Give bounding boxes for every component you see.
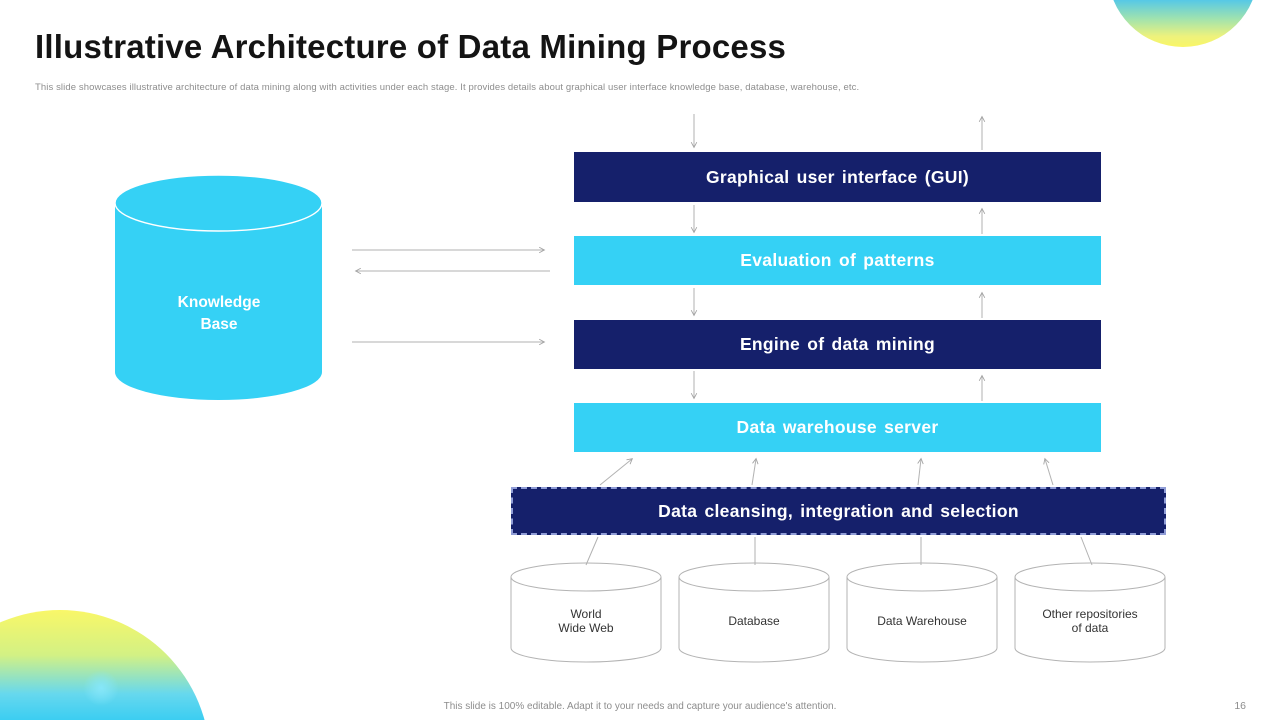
- data-cleansing-bar-label: Data cleansing, integration and selectio…: [658, 500, 1019, 521]
- layer-bar-warehouse-label: Data warehouse server: [736, 417, 939, 437]
- source-0-line1: World: [570, 607, 602, 621]
- layer-bar-gui-label: Graphical user interface (GUI): [706, 166, 969, 187]
- gradient-circle-decoration-top-right: [1108, 0, 1258, 47]
- circle-shine-highlight: [83, 670, 119, 706]
- layer-bar-evaluation-label: Evaluation of patterns: [740, 250, 935, 270]
- slide-subtitle: This slide showcases illustrative archit…: [35, 82, 860, 93]
- source-3-line1: Other repositories: [1042, 607, 1138, 621]
- page-number: 16: [1234, 700, 1246, 712]
- layer-bar-gui: Graphical user interface (GUI): [574, 152, 1101, 202]
- knowledge-base-line2: Base: [200, 316, 238, 333]
- knowledge-base-line1: Knowledge: [177, 294, 261, 311]
- layer-bar-engine-of-data-mining: Engine of data mining: [574, 320, 1101, 369]
- source-1-line1: Database: [728, 614, 780, 628]
- source-label-database: Database: [679, 598, 829, 644]
- slide-title: Illustrative Architecture of Data Mining…: [35, 28, 787, 65]
- source-3-line2: of data: [1071, 621, 1109, 635]
- source-label-other-repositories: Other repositories of data: [1015, 598, 1165, 644]
- layer-bar-evaluation-of-patterns: Evaluation of patterns: [574, 236, 1101, 285]
- source-label-world-wide-web: World Wide Web: [511, 598, 661, 644]
- layer-bar-engine-label: Engine of data mining: [739, 334, 936, 354]
- knowledge-base-cylinder: [114, 174, 323, 401]
- knowledge-base-label: Knowledge Base: [115, 292, 323, 336]
- source-label-data-warehouse: Data Warehouse: [847, 598, 997, 644]
- footer-note: This slide is 100% editable. Adapt it to…: [443, 701, 837, 712]
- layer-bar-data-warehouse-server: Data warehouse server: [574, 403, 1101, 452]
- source-2-line1: Data Warehouse: [877, 614, 967, 628]
- data-cleansing-bar: Data cleansing, integration and selectio…: [511, 487, 1166, 535]
- source-0-line2: Wide Web: [558, 621, 614, 635]
